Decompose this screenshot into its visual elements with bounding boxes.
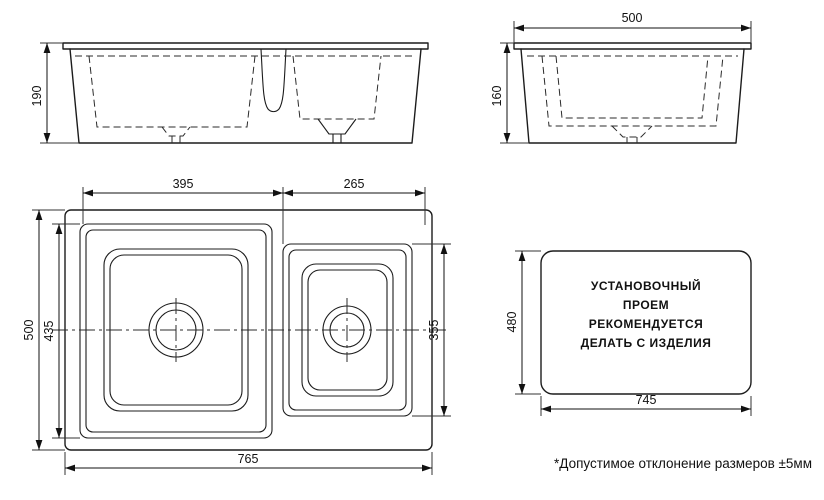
cutout-text-line1: УСТАНОВОЧНЫЙ (591, 278, 701, 293)
extension-lines (82, 187, 284, 244)
dimension-value: 160 (490, 86, 504, 107)
drain-centerlines (175, 298, 348, 362)
dimension-value: 355 (427, 320, 441, 341)
cutout-outline (540, 250, 752, 395)
dimension-value: 190 (30, 86, 44, 107)
dim-main-bowl-width: 395 (82, 177, 284, 244)
dim-overall-depth: 500 (22, 209, 65, 451)
side-body-outline (520, 48, 745, 144)
front-rim (62, 42, 429, 50)
dimension-value: 765 (238, 452, 259, 466)
extension-lines (40, 42, 79, 144)
cutout-text-line2: ПРОЕМ (623, 298, 669, 312)
dim-cutout-height: 480 (505, 250, 541, 395)
dim-front-height: 190 (30, 42, 79, 144)
front-left-drain-hidden-line (161, 126, 191, 143)
tolerance-note: *Допустимое отклонение размеров ±5мм (554, 456, 812, 471)
side-view: 500 160 (490, 11, 752, 144)
main-bowl-rim-outer (79, 223, 273, 439)
dimension-value: 480 (505, 312, 519, 333)
side-rim (513, 42, 752, 50)
cutout-diagram: УСТАНОВОЧНЫЙ ПРОЕМ РЕКОМЕНДУЕТСЯ ДЕЛАТЬ … (505, 250, 752, 416)
dim-overall-width: 765 (64, 452, 433, 475)
front-body-outline (69, 48, 422, 144)
cutout-text-line3: РЕКОМЕНДУЕТСЯ (589, 317, 704, 331)
dimension-value: 500 (22, 320, 36, 341)
dimension-value: 395 (173, 177, 194, 191)
main-bowl-rim-inner (85, 229, 267, 433)
side-drain-hidden-line (611, 125, 653, 143)
dimension-value: 745 (636, 393, 657, 407)
extension-lines (52, 223, 80, 439)
cutout-text-line4: ДЕЛАТЬ С ИЗДЕЛИЯ (581, 336, 712, 350)
plan-view: 395 265 500 435 355 765 (22, 177, 451, 475)
dim-second-bowl-depth: 355 (412, 243, 451, 417)
dim-cutout-width: 745 (540, 393, 752, 416)
dim-side-depth: 160 (490, 42, 529, 144)
front-view: 190 (30, 42, 429, 144)
dim-main-bowl-depth: 435 (42, 223, 80, 439)
dimension-value: 500 (622, 11, 643, 25)
dimension-value: 265 (344, 177, 365, 191)
front-right-drain-funnel (317, 118, 357, 143)
side-bowl-hidden-line-outer (541, 55, 724, 127)
front-bowl-divider (260, 48, 287, 113)
dim-side-width: 500 (513, 11, 752, 43)
side-bowl-hidden-line-inner (555, 55, 709, 119)
front-right-bowl-hidden-line (292, 55, 382, 120)
dimension-value: 435 (42, 321, 56, 342)
front-left-bowl-hidden-line (88, 55, 256, 128)
dim-second-bowl-width: 265 (283, 177, 426, 225)
